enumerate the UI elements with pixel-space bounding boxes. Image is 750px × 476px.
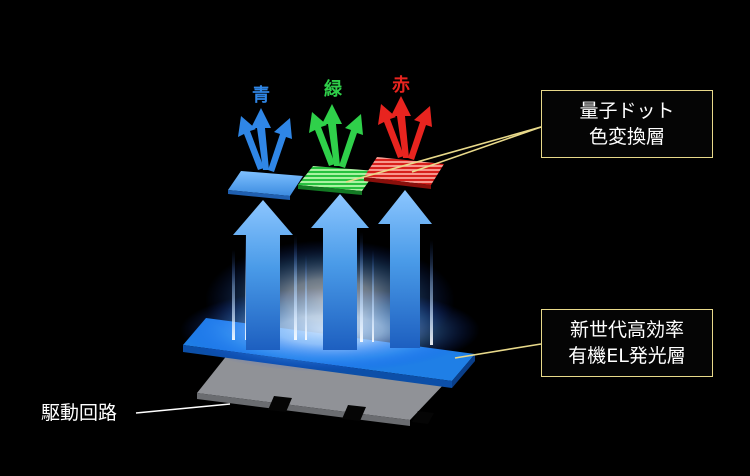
- circuit-slot: [342, 405, 366, 421]
- oled-callout-line1: 新世代高効率: [569, 319, 684, 341]
- blue-output-arrows: [238, 108, 292, 172]
- drive-circuit-label: 駆動回路: [41, 402, 118, 424]
- red-qd-tile: [364, 157, 444, 189]
- oled-callout-line: [454, 343, 542, 359]
- blue-label: 青: [252, 85, 270, 106]
- qd-callout-line1: 量子ドット: [579, 100, 675, 122]
- circuit-slot: [268, 396, 292, 412]
- qd-callout-lines: [345, 126, 542, 183]
- qd-callout-line2: 色変換層: [588, 126, 665, 148]
- oled-emitting-layer-callout: 新世代高効率 有機EL発光層: [541, 309, 713, 377]
- emission-arrow-2: [311, 194, 369, 350]
- oled-callout-line2: 有機EL発光層: [568, 345, 686, 367]
- green-qd-tile: [298, 166, 376, 195]
- circuit-slot: [412, 411, 434, 424]
- emission-arrow-3: [378, 190, 432, 348]
- green-label: 緑: [324, 79, 342, 100]
- green-output-arrows: [309, 104, 363, 168]
- drive-callout-line: [135, 403, 231, 414]
- emission-arrow-1: [233, 200, 293, 350]
- qd-color-conversion-callout: 量子ドット 色変換層: [541, 90, 713, 158]
- blue-subpixel-tile: [228, 171, 303, 200]
- drive-circuit-layer: [197, 354, 447, 426]
- red-output-arrows: [378, 96, 432, 160]
- red-label: 赤: [392, 75, 410, 96]
